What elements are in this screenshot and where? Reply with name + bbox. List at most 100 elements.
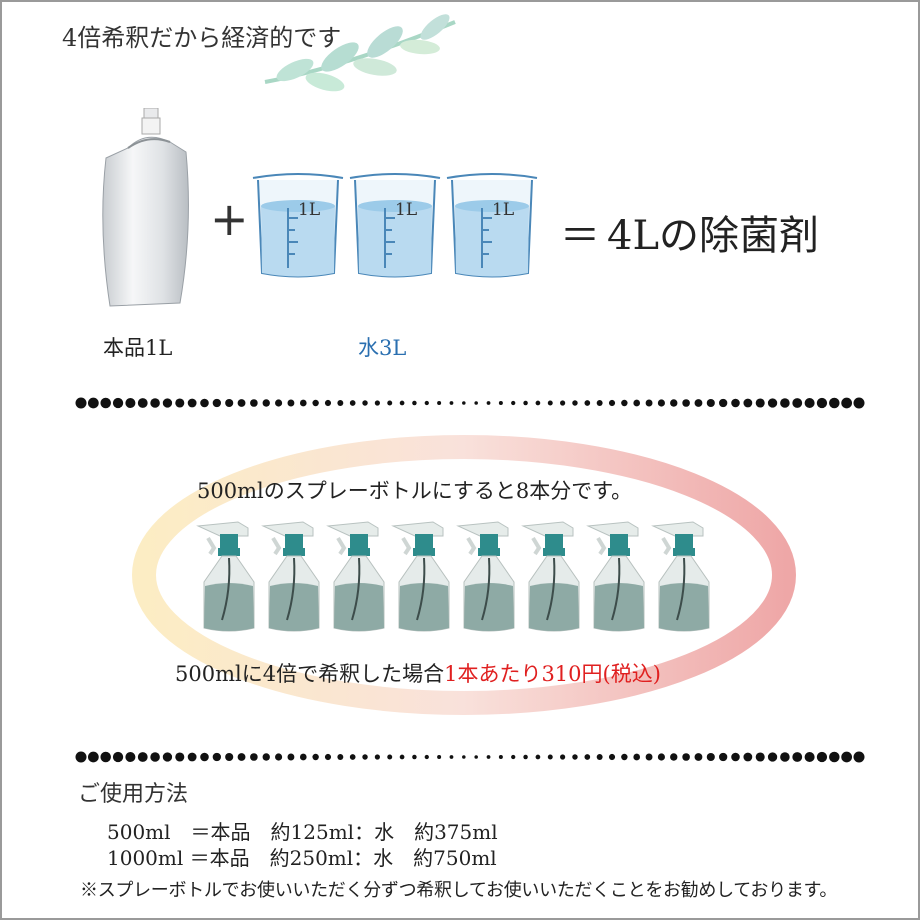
divider-dot	[560, 754, 566, 760]
beaker-unit-label: 1L	[492, 200, 515, 220]
divider-dot	[237, 753, 246, 761]
divider-dot	[608, 399, 616, 407]
divider-dot	[792, 752, 803, 762]
divider-dot	[324, 399, 332, 407]
divider-dot	[755, 752, 765, 762]
measuring-beaker-1: 1L	[248, 168, 348, 283]
divider-dot	[535, 754, 541, 760]
divider-dot	[175, 752, 185, 762]
divider-dot	[225, 752, 234, 762]
divider-dot	[596, 400, 603, 406]
divider-dot	[816, 397, 828, 409]
divider-dot	[474, 401, 478, 405]
divider-dot	[187, 752, 197, 762]
divider-dot	[399, 400, 405, 406]
divider-dot	[560, 400, 566, 406]
refill-pouch-icon	[102, 108, 189, 307]
divider-dot	[621, 399, 628, 407]
divider-dot	[462, 401, 466, 405]
divider-dot	[212, 398, 222, 408]
divider-dot	[755, 398, 765, 408]
divider-dot	[767, 398, 778, 408]
divider-dot	[780, 752, 790, 762]
divider-dot	[187, 398, 197, 408]
divider-dot	[743, 752, 753, 762]
divider-dot	[250, 753, 258, 761]
divider-dot	[75, 397, 87, 409]
divider-dot	[150, 398, 160, 408]
price-highlight: 1本あたり310円(税込)	[444, 662, 661, 686]
beaker-unit-label: 1L	[298, 200, 321, 220]
usage-row-1000ml: 1000ml ＝本品 約250ml：水 約750ml	[107, 846, 497, 870]
divider-dot	[584, 754, 591, 760]
divider-dot	[498, 401, 503, 405]
divider-dot	[175, 398, 185, 408]
divider-dot	[337, 754, 344, 760]
divider-dot	[706, 752, 715, 762]
divider-dot	[374, 400, 380, 406]
divider-dot	[324, 753, 332, 761]
divider-dot	[792, 398, 803, 408]
divider-dot	[87, 751, 99, 763]
divider-dot	[731, 398, 740, 408]
divider-dot	[670, 399, 678, 407]
divider-dot	[75, 751, 87, 763]
divider-dot	[424, 754, 429, 760]
divider-dot	[349, 400, 356, 406]
beaker-unit-label: 1L	[395, 200, 418, 220]
divider-dot	[299, 399, 307, 407]
spray-bottle-icon	[391, 521, 450, 632]
divider-dot	[137, 752, 148, 762]
divider-dot	[312, 399, 319, 407]
divider-dot	[162, 398, 173, 408]
divider-dot	[137, 398, 148, 408]
divider-dot	[162, 752, 173, 762]
divider-dot	[100, 751, 111, 763]
divider-dot	[299, 753, 307, 761]
divider-dot	[633, 399, 641, 407]
divider-dot	[596, 754, 603, 760]
divider-dot	[645, 399, 653, 407]
plus-sign: +	[210, 192, 249, 246]
divider-dot	[804, 397, 815, 409]
divider-dot	[150, 752, 160, 762]
divider-dot	[262, 399, 270, 407]
divider-dot	[362, 400, 368, 406]
spray-bottle-icon	[586, 521, 645, 632]
divider-dot	[572, 400, 578, 406]
divider-dot	[841, 397, 853, 409]
divider-dot	[362, 754, 368, 760]
spray-bottles-row	[196, 521, 710, 632]
beaker-icon	[252, 173, 344, 278]
divider-dot	[449, 755, 454, 759]
divider-dot	[437, 755, 442, 759]
dilution-price-text: 500mlに4倍で希釈した場合1本あたり310円(税込)	[175, 658, 661, 688]
dotted-divider	[75, 751, 865, 763]
beaker-icon	[446, 173, 538, 278]
divider-dot	[237, 399, 246, 407]
usage-note: ※スプレーボトルでお使いいただく分ずつ希釈してお使いいただくことをお勧めしており…	[80, 880, 838, 901]
divider-dot	[87, 397, 99, 409]
divider-dot	[200, 398, 209, 408]
usage-title: ご使用方法	[78, 782, 189, 807]
product-caption: 本品1L	[103, 336, 173, 360]
divider-dot	[275, 753, 283, 761]
divider-dot	[829, 397, 840, 409]
divider-dot	[682, 753, 690, 761]
spray-bottle-count-text: 500mlのスプレーボトルにすると8本分です。	[197, 479, 633, 503]
divider-dot	[657, 399, 665, 407]
divider-dot	[337, 400, 344, 406]
divider-dot	[112, 397, 124, 409]
divider-dot	[743, 398, 753, 408]
equals-sign: ＝	[560, 213, 600, 259]
divider-dot	[511, 754, 516, 760]
divider-dot	[621, 753, 628, 761]
divider-dot	[853, 397, 865, 409]
spray-bottle-icon	[456, 521, 515, 632]
beaker-icon	[349, 173, 441, 278]
divider-dot	[437, 401, 442, 405]
divider-dot	[200, 752, 209, 762]
divider-dot	[399, 754, 405, 760]
spray-bottle-icon	[651, 521, 710, 632]
